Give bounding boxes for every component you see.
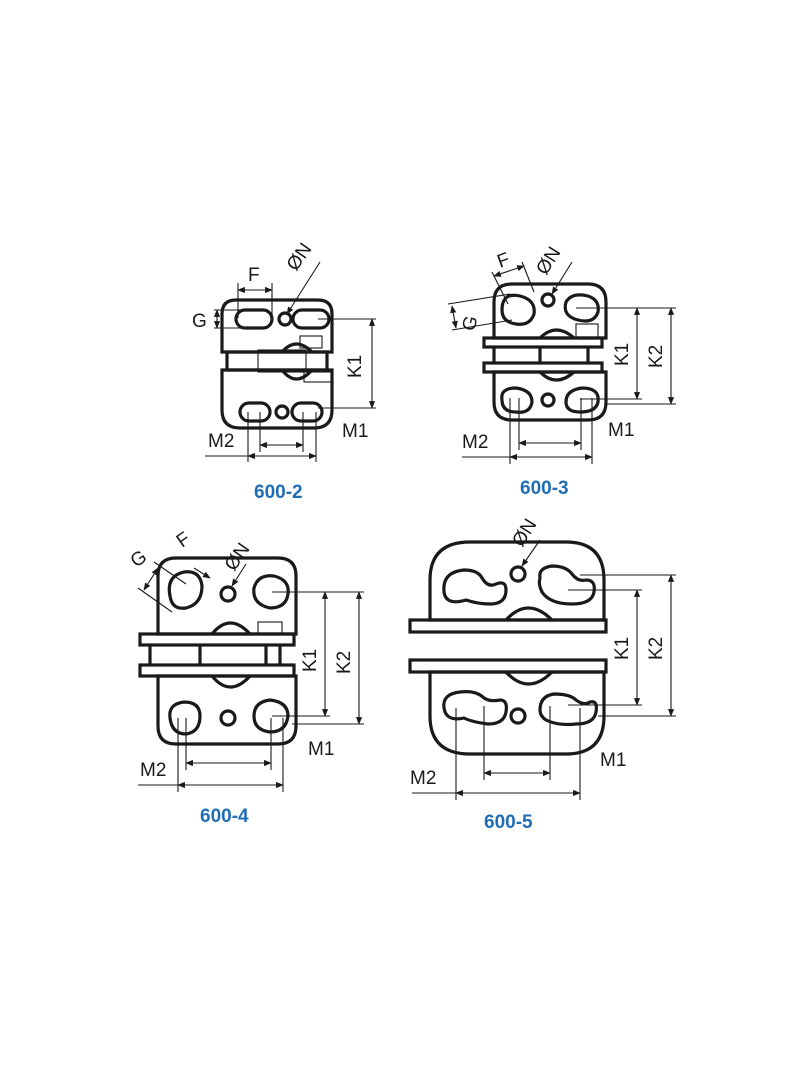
model-label-600-3: 600-3 xyxy=(520,478,569,499)
hinge-600-4-body xyxy=(138,556,298,746)
hinge-600-2-label-n: ØN xyxy=(283,239,317,274)
hinge-600-5-label-m2: M2 xyxy=(410,768,436,789)
model-label-600-2: 600-2 xyxy=(254,482,303,503)
hinge-600-5-label-m1: M1 xyxy=(600,750,626,771)
hinge-600-5-dimensions xyxy=(412,539,676,800)
hinge-600-2-label-g: G xyxy=(192,311,207,332)
hinge-600-5-body xyxy=(408,540,608,756)
hinge-600-4: G F ØN K1 K2 M1 M2 600-4 xyxy=(127,528,364,827)
hinge-600-4-label-m2: M2 xyxy=(140,760,166,781)
hinge-600-3-label-k2: K2 xyxy=(646,345,667,368)
hinge-600-2-dimensions xyxy=(205,261,376,462)
hinge-600-3: F G ØN K1 K2 M1 M2 600-3 xyxy=(447,243,676,499)
hinge-600-4-label-n: ØN xyxy=(221,539,255,574)
hinge-600-2-body xyxy=(220,298,334,430)
hinge-600-3-label-f: F xyxy=(495,249,513,273)
hinge-600-4-dimensions xyxy=(137,561,364,792)
hinge-600-3-dimensions xyxy=(447,261,676,464)
hinge-600-4-label-k1: K1 xyxy=(300,649,321,672)
hinge-600-2-label-m1: M1 xyxy=(342,421,368,442)
hinge-600-3-label-n: ØN xyxy=(532,243,565,278)
hinge-600-2-label-f: F xyxy=(248,265,260,286)
hinge-600-2: F G ØN K1 M1 M2 600-2 xyxy=(192,239,376,503)
hinge-600-3-label-g: G xyxy=(459,314,483,334)
hinge-600-5-label-k2: K2 xyxy=(646,637,667,660)
model-label-600-5: 600-5 xyxy=(484,812,533,833)
model-label-600-4: 600-4 xyxy=(200,806,249,827)
hinge-600-3-label-m1: M1 xyxy=(608,420,634,441)
hinge-600-4-label-g: G xyxy=(127,546,151,572)
hinge-600-2-label-m2: M2 xyxy=(208,431,234,452)
hinge-600-3-label-m2: M2 xyxy=(462,432,488,453)
hinge-600-4-label-k2: K2 xyxy=(334,651,355,674)
hinge-600-3-label-k1: K1 xyxy=(612,343,633,366)
hinge-600-5: ØN K1 K2 M1 M2 600-5 xyxy=(408,515,676,833)
hinge-600-2-label-k1: K1 xyxy=(345,355,366,378)
hinge-600-4-label-f: F xyxy=(173,528,195,552)
hinge-600-5-label-k1: K1 xyxy=(612,637,633,660)
hinge-600-4-label-m1: M1 xyxy=(308,739,334,760)
hinge-600-3-body xyxy=(482,282,608,422)
